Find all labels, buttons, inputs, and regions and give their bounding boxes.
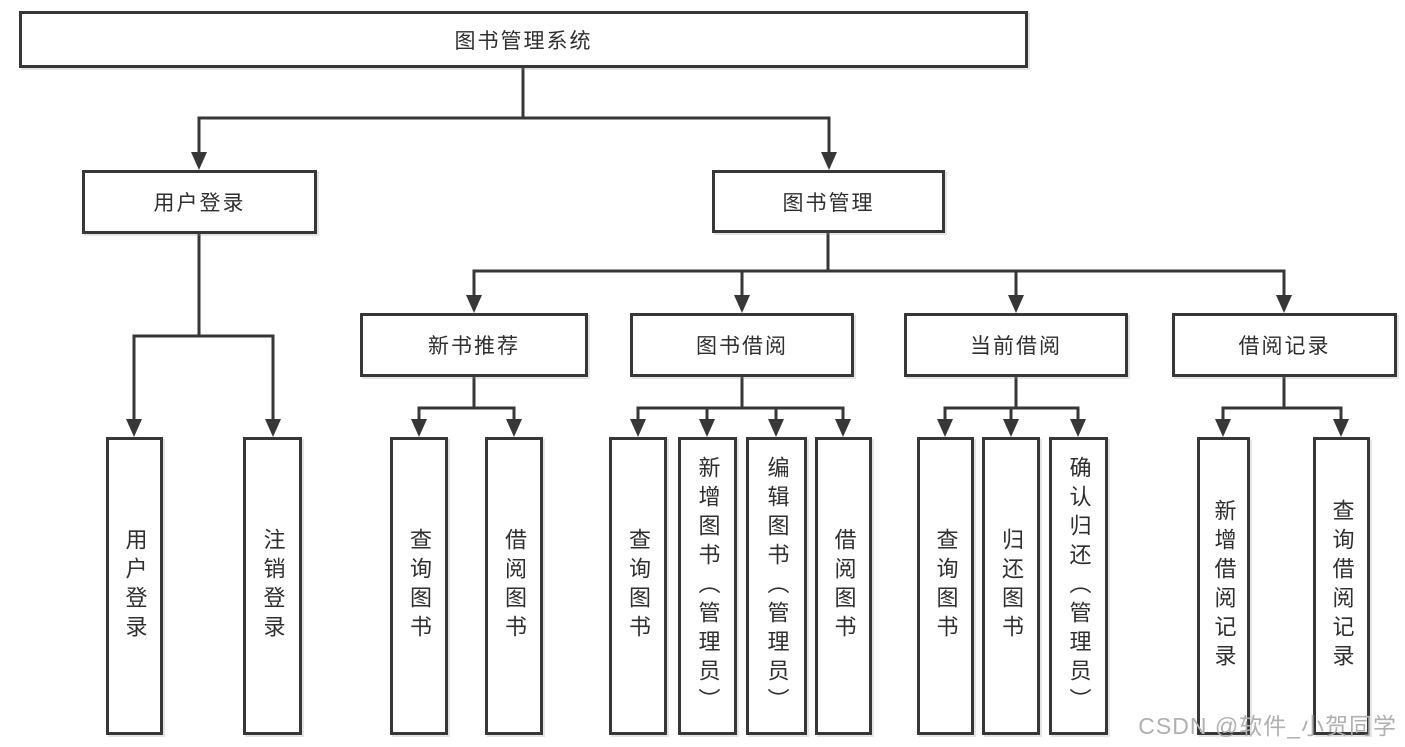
node-book-borrowing: 图书借阅	[630, 313, 854, 377]
node-borrowing-records: 借阅记录	[1172, 313, 1397, 377]
leaf-cur-query-book: 查询图书	[917, 437, 974, 735]
node-root-library-system: 图书管理系统	[19, 11, 1028, 68]
leaf-logout: 注销登录	[243, 437, 302, 735]
leaf-rec-query-book: 查询图书	[390, 437, 448, 735]
leaf-bor-edit-book-admin: 编辑图书（管理员）	[746, 437, 807, 735]
leaf-bor-add-book-admin: 新增图书（管理员）	[678, 437, 737, 735]
leaf-rcd-query-record: 查询借阅记录	[1313, 437, 1370, 735]
leaf-bor-query-book: 查询图书	[609, 437, 667, 735]
leaf-bor-borrow-book: 借阅图书	[815, 437, 872, 735]
leaf-rec-borrow-book: 借阅图书	[485, 437, 543, 735]
node-new-book-recommendation: 新书推荐	[360, 313, 588, 377]
leaf-cur-return-book: 归还图书	[982, 437, 1040, 735]
leaf-rcd-add-record: 新增借阅记录	[1197, 437, 1250, 735]
csdn-watermark: CSDN @软件_小贺同学	[1138, 713, 1397, 739]
leaf-user-login: 用户登录	[106, 437, 163, 735]
leaf-cur-confirm-return-admin: 确认归还（管理员）	[1049, 437, 1108, 735]
node-current-borrowing: 当前借阅	[904, 313, 1128, 377]
node-user-login: 用户登录	[82, 170, 317, 234]
node-book-management: 图书管理	[712, 170, 945, 233]
